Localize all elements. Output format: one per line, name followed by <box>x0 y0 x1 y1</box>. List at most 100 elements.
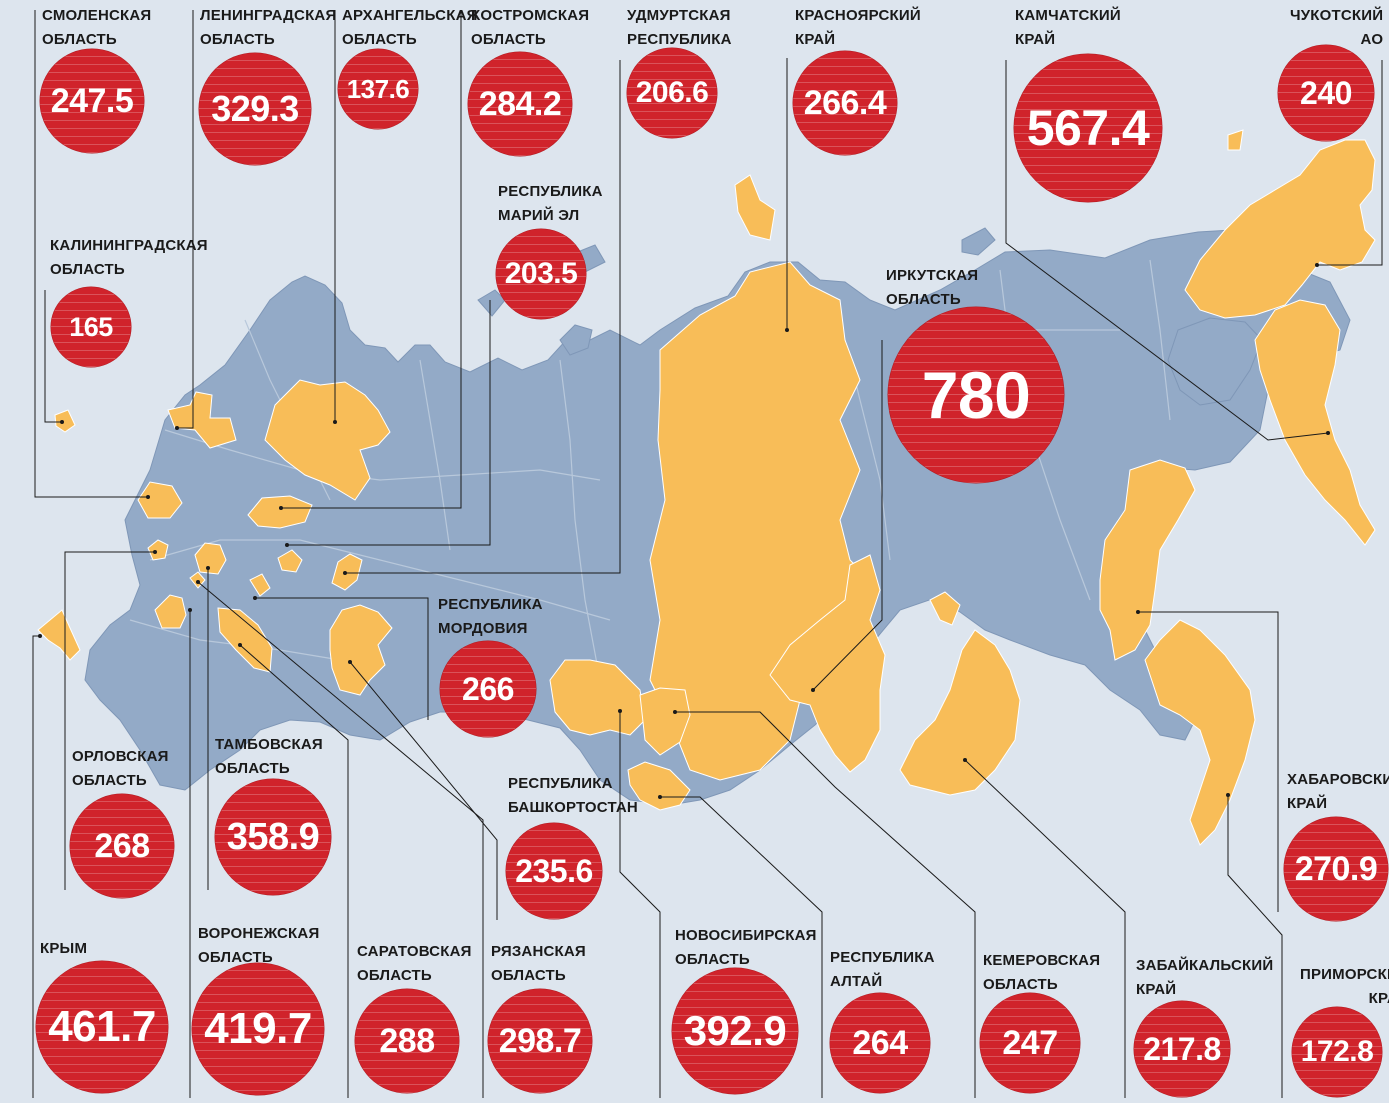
value-text: 298.7 <box>498 1021 582 1060</box>
leader-dot-tambovskaya <box>206 566 210 570</box>
region-mordoviya <box>249 573 271 597</box>
leader-line-mariy-el <box>287 300 491 546</box>
leader-dot-irkutskaya <box>811 688 815 692</box>
leader-dot-kamchatsky <box>1326 431 1330 435</box>
region-name-line: РЯЗАНСКАЯ <box>491 943 586 960</box>
land-shape <box>1167 317 1263 406</box>
region-bashkortostan <box>329 604 393 696</box>
region-name-line: ОБЛАСТЬ <box>342 31 417 48</box>
leader-line-irkutskaya <box>812 340 883 691</box>
region-name-line: РЕСПУБЛИКА <box>438 596 543 613</box>
value-bubble-khabarovsky: 270.9 <box>1284 817 1388 921</box>
value-bubble-mordoviya: 266 <box>440 641 536 737</box>
leader-dot-arkhangelskaya <box>333 420 337 424</box>
region-name-line: ОБЛАСТЬ <box>983 976 1058 993</box>
leader-dot-krasnoyarsky <box>785 328 789 332</box>
value-text: 264 <box>852 1023 908 1062</box>
leader-dot-krym <box>38 634 42 638</box>
region-name-line: АО <box>1360 31 1384 48</box>
value-bubble-kaliningradskaya: 165 <box>51 287 131 367</box>
leader-dot-udmurtskaya <box>343 571 347 575</box>
value-bubble-krasnoyarsky: 266.4 <box>793 51 897 155</box>
leader-dot-mordoviya <box>253 596 257 600</box>
leader-lines <box>32 10 1383 1098</box>
region-name-line: ЧУКОТСКИЙ <box>1290 7 1384 24</box>
region-name-line: ОБЛАСТЬ <box>675 951 750 968</box>
region-smolenskaya <box>137 481 183 519</box>
value-bubble-chukotsky: 240 <box>1278 45 1374 141</box>
leader-line-leningradskaya <box>177 10 194 429</box>
region-novosibirskaya <box>549 659 646 736</box>
value-bubble-krym: 461.7 <box>36 961 168 1093</box>
region-name-line: БАШКОРТОСТАН <box>508 799 638 816</box>
region-mariy-el <box>277 549 303 573</box>
leader-dot-altai <box>658 795 662 799</box>
leader-line-kaliningradskaya <box>44 290 62 423</box>
region-name-line: КРАСНОЯРСКИЙ <box>795 7 921 24</box>
leader-dot-bashkortostan <box>348 660 352 664</box>
region-name-line: СМОЛЕНСКАЯ <box>42 7 152 24</box>
leader-line-bashkortostan <box>349 661 498 920</box>
leader-line-kamchatsky <box>1005 60 1329 441</box>
region-name-line: КРАЙ <box>1015 31 1056 48</box>
value-bubble-leningradskaya: 329.3 <box>199 53 311 165</box>
region-name-line: РЕСПУБЛИКА <box>498 183 603 200</box>
leader-dot-smolenskaya <box>146 495 150 499</box>
value-text: 266 <box>462 670 514 707</box>
region-name-line: РЕСПУБЛИКА <box>627 31 732 48</box>
value-text: 235.6 <box>515 852 593 889</box>
value-bubble-ryazanskaya: 298.7 <box>488 989 592 1093</box>
region-name-line: САРАТОВСКАЯ <box>357 943 472 960</box>
leader-line-kemerovskaya <box>675 711 976 1098</box>
leader-line-ryazanskaya <box>197 581 484 1098</box>
value-text: 392.9 <box>683 1007 787 1054</box>
value-text: 240 <box>1300 74 1352 111</box>
region-name-line: ЗАБАЙКАЛЬСКИЙ <box>1136 957 1274 974</box>
region-kaliningradskaya <box>54 409 76 433</box>
value-bubble-bashkortostan: 235.6 <box>506 823 602 919</box>
region-name-line: КОСТРОМСКАЯ <box>471 7 590 24</box>
leader-line-saratovskaya <box>239 644 349 1098</box>
leader-line-smolenskaya <box>34 10 148 498</box>
value-text: 419.7 <box>204 1004 312 1053</box>
region-name-line: ХАБАРОВСКИЙ <box>1287 771 1389 788</box>
region-name-line: ОБЛАСТЬ <box>200 31 275 48</box>
region-krym <box>37 609 81 661</box>
value-bubble-arkhangelskaya: 137.6 <box>338 49 418 129</box>
value-text: 268 <box>94 826 150 865</box>
value-text: 329.3 <box>211 88 299 129</box>
leader-dot-novosibirskaya <box>618 709 622 713</box>
leader-dot-kemerovskaya <box>673 710 677 714</box>
value-text: 780 <box>921 358 1031 432</box>
leader-dot-orlovskaya <box>153 550 157 554</box>
region-name-line: ОБЛАСТЬ <box>215 760 290 777</box>
region-name-line: ОБЛАСТЬ <box>72 772 147 789</box>
value-text: 217.8 <box>1143 1030 1221 1067</box>
region-border <box>559 359 601 681</box>
region-orlovskaya <box>147 539 169 561</box>
value-text: 247.5 <box>50 81 134 120</box>
value-bubble-novosibirskaya: 392.9 <box>672 968 798 1094</box>
value-bubble-irkutskaya: 780 <box>888 307 1064 483</box>
region-udmurtskaya <box>331 553 363 591</box>
value-text: 165 <box>69 311 113 342</box>
leader-dot-mariy-el <box>285 543 289 547</box>
region-zabaikalsky <box>899 591 1021 796</box>
region-name-line: КРЫМ <box>40 940 88 957</box>
value-text: 266.4 <box>803 83 887 122</box>
leader-dot-kostromskaya <box>279 506 283 510</box>
